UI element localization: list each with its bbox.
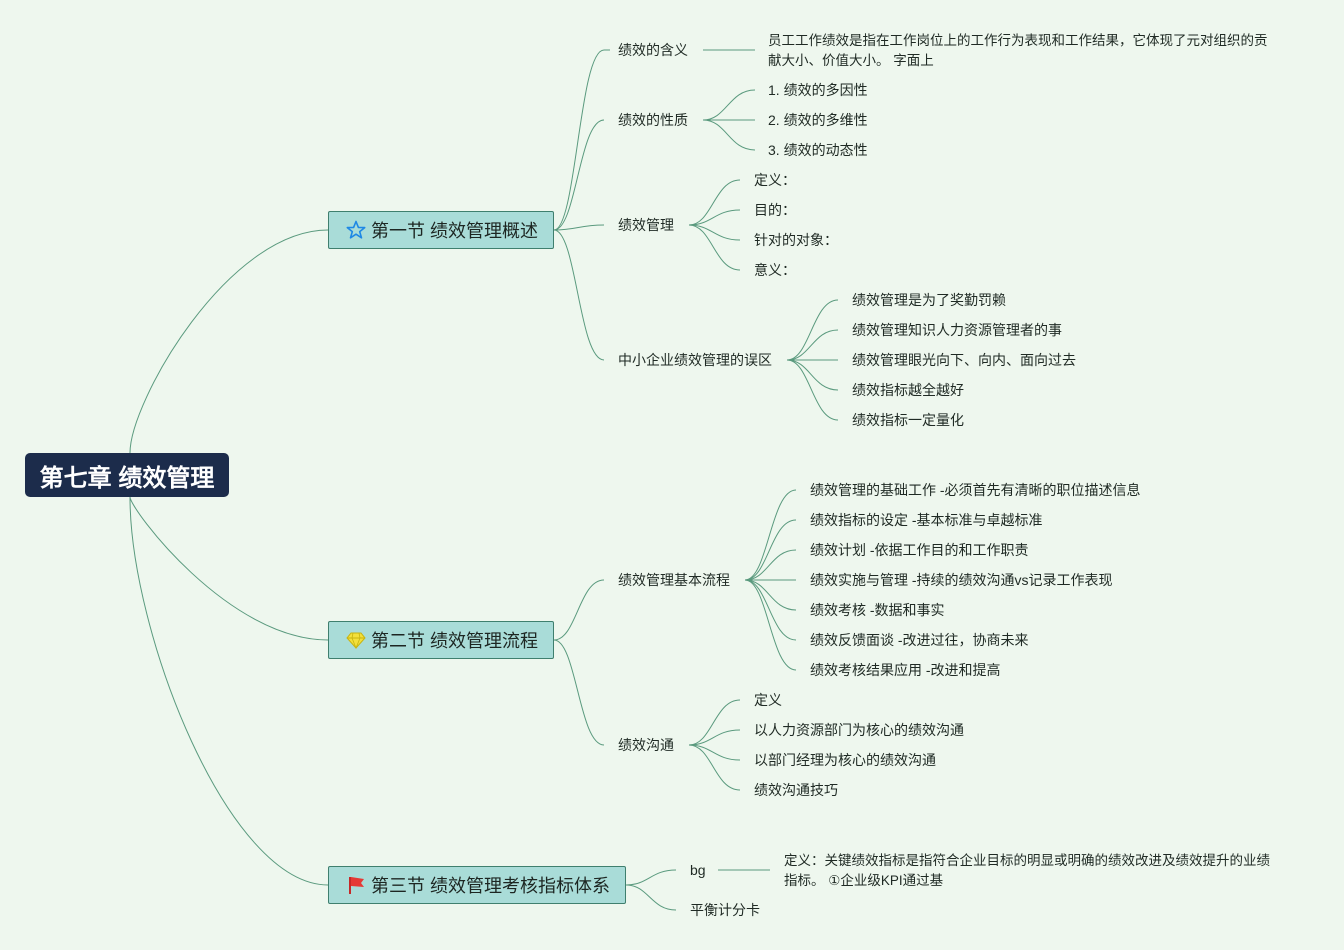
link-process-detail-3 (744, 549, 797, 581)
topic-basic-process[interactable]: 绩效管理基本流程 (618, 572, 730, 588)
link-communication-detail-2 (688, 729, 741, 746)
section-title-3: 第三节 绩效管理考核指标体系 (371, 876, 610, 896)
link-perf-mgmt-detail-4 (688, 224, 741, 271)
detail-misconception-2[interactable]: 绩效管理知识人力资源管理者的事 (852, 322, 1062, 338)
link-process-detail-5 (744, 579, 797, 611)
link-nature-detail-3 (702, 119, 756, 151)
root-node[interactable]: 第七章 绩效管理 (25, 453, 229, 497)
link-section-3-bg (625, 869, 677, 886)
link-process-detail-2 (744, 519, 797, 581)
detail-misconception-4[interactable]: 绩效指标越全越好 (852, 382, 964, 398)
link-misconception-detail-4 (786, 359, 839, 391)
detail-process-4[interactable]: 绩效实施与管理 -持续的绩效沟通vs记录工作表现 (810, 572, 1113, 588)
root-title: 第七章 绩效管理 (39, 464, 215, 492)
detail-nature-2[interactable]: 2. 绩效的多维性 (768, 112, 868, 128)
link-nature-detail-1 (702, 89, 756, 121)
detail-definition[interactable]: 定义： (754, 172, 796, 188)
detail-process-5[interactable]: 绩效考核 -数据和事实 (810, 602, 945, 618)
detail-communication-1[interactable]: 定义 (754, 692, 782, 708)
detail-process-6[interactable]: 绩效反馈面谈 -改进过往，协商未来 (810, 632, 1029, 648)
detail-misconception-1[interactable]: 绩效管理是为了奖勤罚赖 (852, 292, 1006, 308)
link-process-detail-6 (744, 579, 797, 641)
link-perf-mgmt-detail-1 (688, 179, 741, 226)
detail-misconception-3[interactable]: 绩效管理眼光向下、向内、面向过去 (852, 352, 1076, 368)
detail-communication-4[interactable]: 绩效沟通技巧 (754, 782, 838, 798)
link-root-section-3 (129, 496, 329, 886)
link-section-2-communication (553, 639, 605, 746)
topic-meaning[interactable]: 绩效的含义 (618, 42, 688, 58)
detail-communication-2[interactable]: 以人力资源部门为核心的绩效沟通 (754, 722, 964, 738)
topic-balanced-scorecard[interactable]: 平衡计分卡 (690, 902, 760, 918)
detail-significance[interactable]: 意义： (754, 262, 796, 278)
section-title-2: 第二节 绩效管理流程 (371, 631, 539, 651)
topic-nature[interactable]: 绩效的性质 (618, 112, 688, 128)
detail-process-1[interactable]: 绩效管理的基础工作 -必须首先有清晰的职位描述信息 (810, 482, 1141, 498)
link-section-2-basic-process (553, 579, 605, 641)
link-root-section-1 (129, 229, 329, 454)
link-section-1-nature (553, 119, 605, 231)
detail-process-3[interactable]: 绩效计划 -依据工作目的和工作职责 (810, 542, 1029, 558)
link-section-3-scorecard (625, 884, 677, 911)
detail-nature-3[interactable]: 3. 绩效的动态性 (768, 142, 868, 158)
detail-process-7[interactable]: 绩效考核结果应用 -改进和提高 (810, 662, 1001, 678)
link-misconception-detail-5 (786, 359, 839, 421)
link-perf-mgmt-detail-2 (688, 209, 741, 226)
section-node-2[interactable]: 第二节 绩效管理流程 (328, 621, 554, 659)
detail-kpi-definition[interactable]: 定义：关键绩效指标是指符合企业目标的明显或明确的绩效改进及绩效提升的业绩指标。 … (784, 853, 1270, 888)
link-section-1-misconceptions (553, 229, 605, 361)
topic-misconceptions[interactable]: 中小企业绩效管理的误区 (618, 352, 772, 368)
section-node-3[interactable]: 第三节 绩效管理考核指标体系 (328, 866, 626, 904)
link-misconception-detail-1 (786, 299, 839, 361)
detail-meaning[interactable]: 员工工作绩效是指在工作岗位上的工作行为表现和工作结果，它体现了元对组织的贡献大小… (768, 33, 1268, 68)
detail-purpose[interactable]: 目的： (754, 202, 796, 218)
detail-nature-1[interactable]: 1. 绩效的多因性 (768, 82, 868, 98)
diamond-icon (345, 629, 367, 651)
section-title-1: 第一节 绩效管理概述 (371, 221, 539, 241)
topic-bg[interactable]: bg (690, 862, 706, 878)
link-process-detail-7 (744, 579, 797, 671)
link-communication-detail-1 (688, 699, 741, 746)
link-section-1-perf-mgmt (553, 224, 605, 231)
detail-communication-3[interactable]: 以部门经理为核心的绩效沟通 (754, 752, 936, 768)
detail-process-2[interactable]: 绩效指标的设定 -基本标准与卓越标准 (810, 512, 1043, 528)
link-root-section-2 (129, 496, 329, 641)
section-node-1[interactable]: 第一节 绩效管理概述 (328, 211, 554, 249)
topic-perf-mgmt[interactable]: 绩效管理 (618, 217, 674, 233)
link-section-1-meaning (553, 49, 605, 231)
link-communication-detail-4 (688, 744, 741, 791)
red-flag-icon (345, 874, 367, 896)
topic-communication[interactable]: 绩效沟通 (618, 737, 674, 753)
star-icon (345, 219, 367, 241)
link-process-detail-1 (744, 489, 797, 581)
link-misconception-detail-2 (786, 329, 839, 361)
detail-target[interactable]: 针对的对象： (754, 232, 838, 248)
detail-misconception-5[interactable]: 绩效指标一定量化 (852, 412, 964, 428)
